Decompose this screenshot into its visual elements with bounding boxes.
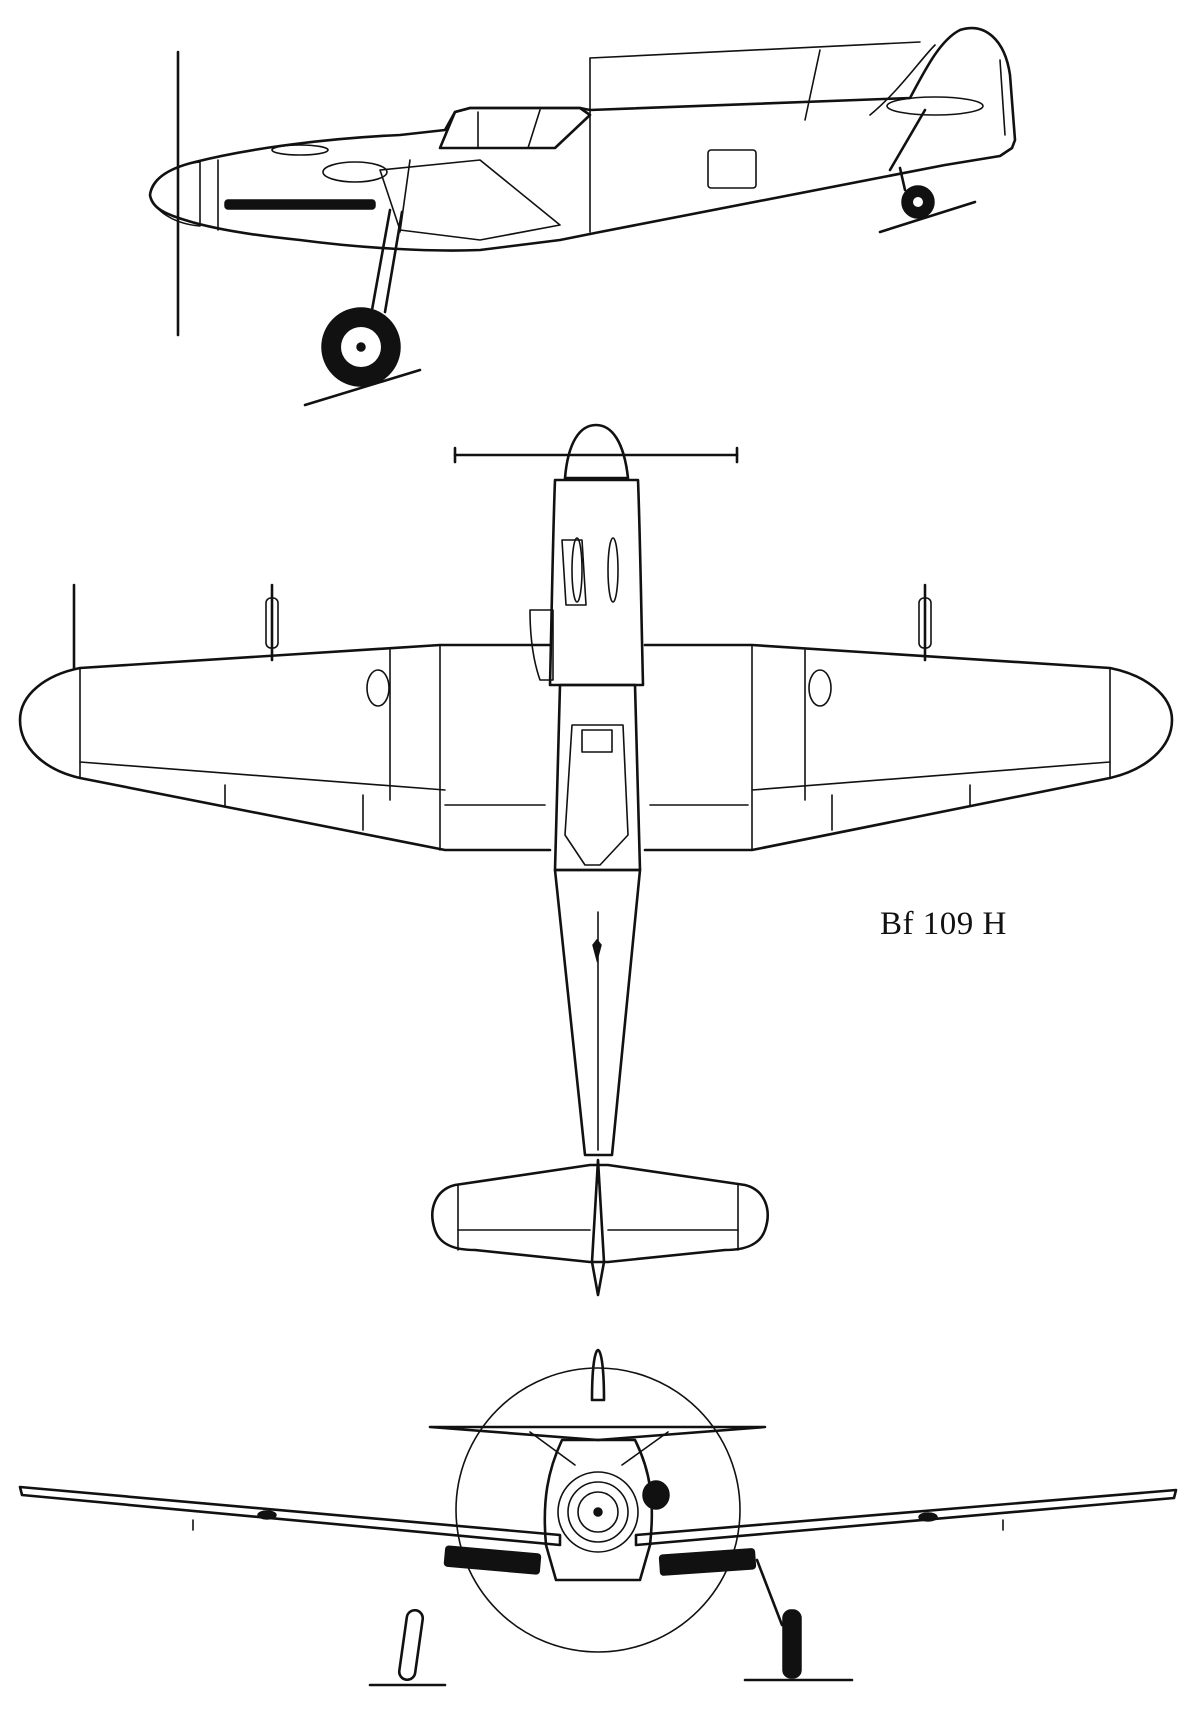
side-spinner — [149, 161, 201, 227]
front-fuselage — [543, 1438, 654, 1582]
front-spinner-outer — [557, 1471, 639, 1553]
side-hatch — [707, 149, 757, 189]
top-right-wing-bulge — [808, 669, 832, 707]
front-intake — [642, 1480, 670, 1510]
front-propeller-disc — [455, 1367, 741, 1653]
front-fin — [590, 1348, 606, 1402]
top-left-wing-bulge — [366, 669, 390, 707]
top-intake — [529, 609, 554, 681]
side-view — [148, 26, 1017, 407]
side-exhausts — [224, 199, 376, 210]
side-fuselage-outline — [148, 26, 1017, 252]
top-right-wing-gun — [918, 597, 932, 649]
front-left-wheel — [397, 1608, 425, 1682]
top-rear-fuselage — [553, 868, 642, 1157]
top-view — [18, 423, 1174, 1297]
front-right-wing — [634, 1488, 1178, 1547]
side-wing-root — [379, 159, 561, 241]
aircraft-designation-label: Bf 109 H — [880, 906, 1007, 942]
top-left-wing-gun — [265, 597, 279, 649]
top-right-wing — [643, 643, 1174, 852]
front-tailplane — [428, 1425, 767, 1442]
top-tailplane — [431, 1163, 769, 1264]
side-tailplane — [886, 96, 984, 116]
front-gear-leg — [755, 1558, 784, 1627]
front-right-radiator — [658, 1548, 757, 1576]
front-spinner-hub — [593, 1507, 603, 1517]
front-view — [18, 1348, 1178, 1687]
top-rudder — [590, 1158, 606, 1297]
top-engine-cowling — [548, 478, 645, 687]
front-left-wing — [18, 1485, 562, 1547]
top-cockpit — [553, 683, 642, 872]
front-main-wheel — [782, 1609, 802, 1679]
side-tail-strut — [888, 108, 927, 172]
side-tail-ground-line — [878, 200, 977, 234]
side-canopy — [438, 106, 592, 150]
side-ground-line — [303, 368, 422, 407]
top-left-wing — [18, 643, 552, 852]
side-main-gear-leg — [370, 208, 392, 312]
front-left-radiator — [443, 1545, 542, 1575]
top-spinner — [563, 423, 630, 480]
